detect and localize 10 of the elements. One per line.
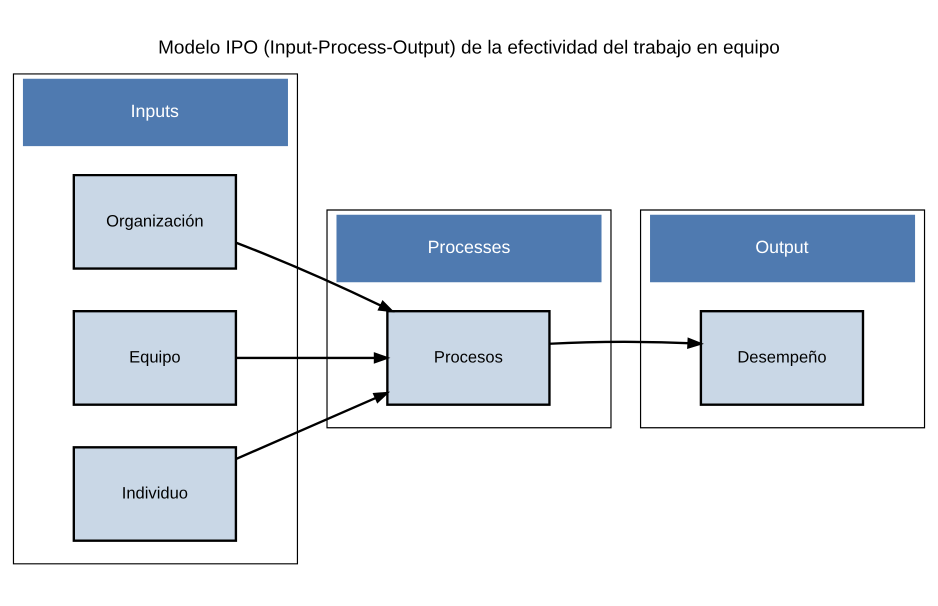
node-box: Equipo bbox=[72, 310, 238, 406]
diagram-title: Modelo IPO (Input-Process-Output) de la efectividad del trabajo en equipo bbox=[158, 37, 780, 58]
arrow bbox=[236, 391, 390, 460]
arrow bbox=[550, 336, 704, 348]
node-box: Individuo bbox=[72, 446, 238, 542]
arrow bbox=[236, 352, 390, 364]
node-box: Procesos bbox=[386, 310, 551, 406]
node-box: Desempeño bbox=[700, 310, 864, 406]
arrow bbox=[236, 241, 395, 312]
node-box: Organización bbox=[72, 173, 238, 270]
